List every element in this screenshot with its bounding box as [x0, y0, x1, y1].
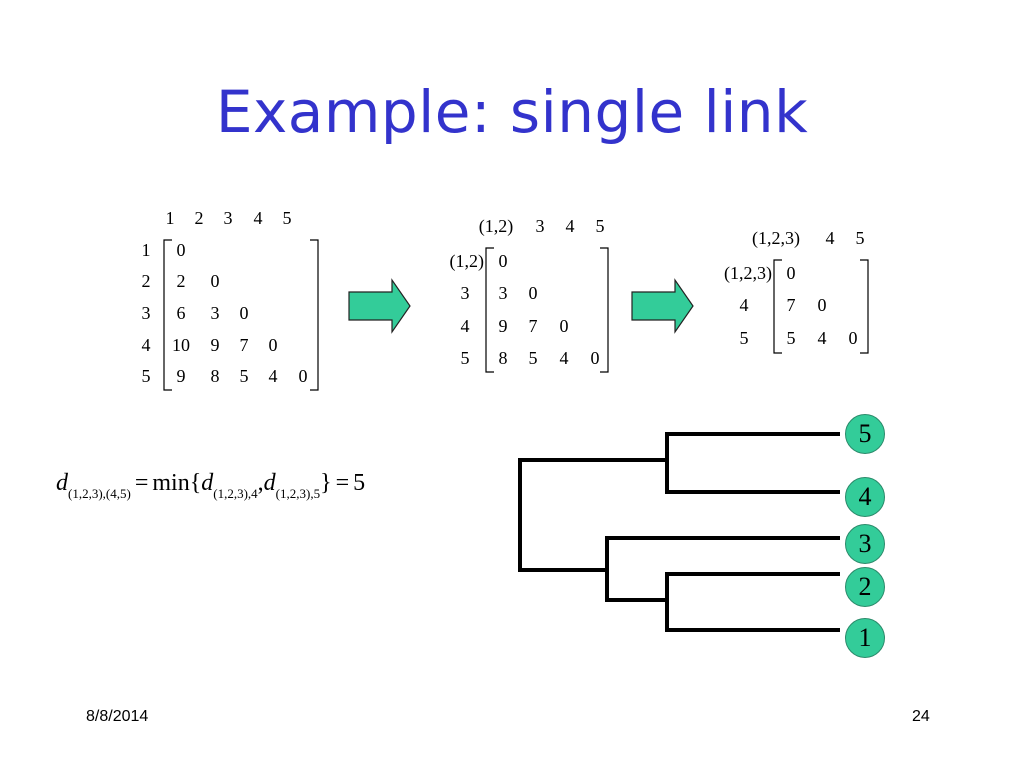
slide-page-number: 24 [912, 708, 930, 725]
matrix3-row-label: 4 [739, 295, 749, 315]
leaf-node: 2 [845, 567, 885, 607]
matrix1-cell: 5 [239, 366, 249, 386]
matrix2-left-bracket [485, 247, 494, 373]
matrix1-col-header: 1 [165, 208, 175, 228]
formula-d: d [263, 470, 276, 496]
matrix3-right-bracket [860, 259, 869, 354]
matrix2-cell: 0 [498, 251, 508, 271]
matrix2-row-label: 5 [460, 348, 470, 368]
matrix1-col-header: 4 [253, 208, 263, 228]
matrix1-col-header: 5 [282, 208, 292, 228]
slide-date: 8/8/2014 [86, 708, 149, 725]
matrix2-row-label: (1,2) [449, 251, 485, 271]
leaf-node: 5 [845, 414, 885, 454]
formula-equals: = [335, 470, 350, 496]
formula-subscript: (1,2,3),(4,5) [68, 486, 131, 501]
matrix2-row-label: 3 [460, 283, 470, 303]
slide-title: Example: single link [215, 78, 809, 146]
matrix1-cell: 8 [210, 366, 220, 386]
matrix3-col-header: 4 [825, 228, 835, 248]
matrix2-cell: 3 [498, 283, 508, 303]
matrix2-cell: 0 [559, 316, 569, 336]
matrix2-col-header: 5 [595, 216, 605, 236]
matrix2-cell: 5 [528, 348, 538, 368]
matrix1-cell: 0 [239, 303, 249, 323]
formula-subscript: (1,2,3),4 [213, 486, 258, 501]
formula-result: 5 [353, 470, 366, 496]
matrix1-cell: 0 [268, 335, 278, 355]
matrix1-cell: 9 [176, 366, 186, 386]
formula-d: d [201, 470, 214, 496]
distance-formula: d(1,2,3),(4,5) = min{d(1,2,3),4,d(1,2,3)… [56, 470, 366, 501]
leaf-node: 4 [845, 477, 885, 517]
matrix1-cell: 0 [176, 240, 186, 260]
matrix3-left-bracket [773, 259, 782, 354]
matrix2-col-header: 3 [535, 216, 545, 236]
matrix1-cell: 9 [210, 335, 220, 355]
matrix2-cell: 9 [498, 316, 508, 336]
matrix1-cell: 0 [210, 271, 220, 291]
matrix1-cell: 0 [298, 366, 308, 386]
matrix3-cell: 0 [786, 263, 796, 283]
matrix1-row-label: 2 [141, 271, 151, 291]
matrix2-cell: 8 [498, 348, 508, 368]
matrix3-brackets [773, 259, 869, 354]
formula-d: d [56, 470, 68, 496]
arrow-right-icon [631, 278, 694, 334]
matrix2-col-header: (1,2) [478, 216, 514, 236]
formula-comma: , [257, 470, 264, 496]
matrix1-cell: 6 [176, 303, 186, 323]
matrix2-cell: 0 [590, 348, 600, 368]
matrix3-cell: 0 [848, 328, 858, 348]
matrix1-right-bracket [310, 239, 319, 391]
matrix1-cell: 2 [176, 271, 186, 291]
matrix1-cell: 3 [210, 303, 220, 323]
matrix3-cell: 4 [817, 328, 827, 348]
matrix1-cell: 10 [172, 335, 190, 355]
matrix1-cell: 7 [239, 335, 249, 355]
matrix1-row-label: 4 [141, 335, 151, 355]
matrix1-brackets [163, 239, 319, 391]
leaf-node: 1 [845, 618, 885, 658]
matrix3-col-header: (1,2,3) [752, 228, 800, 248]
matrix3-cell: 7 [786, 295, 796, 315]
formula-min: min{ [152, 470, 202, 496]
matrix1-row-label: 5 [141, 366, 151, 386]
matrix1-col-header: 2 [194, 208, 204, 228]
matrix3-row-label: (1,2,3) [724, 263, 772, 283]
matrix3-cell: 0 [817, 295, 827, 315]
matrix3-row-label: 5 [739, 328, 749, 348]
matrix2-col-header: 4 [565, 216, 575, 236]
matrix1-col-header: 3 [223, 208, 233, 228]
arrow-right-icon [348, 278, 411, 334]
matrix2-row-label: 4 [460, 316, 470, 336]
matrix2-cell: 7 [528, 316, 538, 336]
matrix2-cell: 4 [559, 348, 569, 368]
matrix1-row-label: 1 [141, 240, 151, 260]
matrix3-col-header: 5 [855, 228, 865, 248]
matrix3-cell: 5 [786, 328, 796, 348]
formula-close-brace: } [320, 470, 332, 496]
leaf-node: 3 [845, 524, 885, 564]
dendrogram-lines [518, 432, 840, 632]
matrix2-cell: 0 [528, 283, 538, 303]
matrix1-cell: 4 [268, 366, 278, 386]
matrix1-row-label: 3 [141, 303, 151, 323]
matrix2-brackets [485, 247, 609, 373]
matrix1-left-bracket [163, 239, 172, 391]
formula-subscript: (1,2,3),5 [275, 486, 321, 501]
formula-equals: = [134, 470, 149, 496]
matrix2-right-bracket [600, 247, 609, 373]
